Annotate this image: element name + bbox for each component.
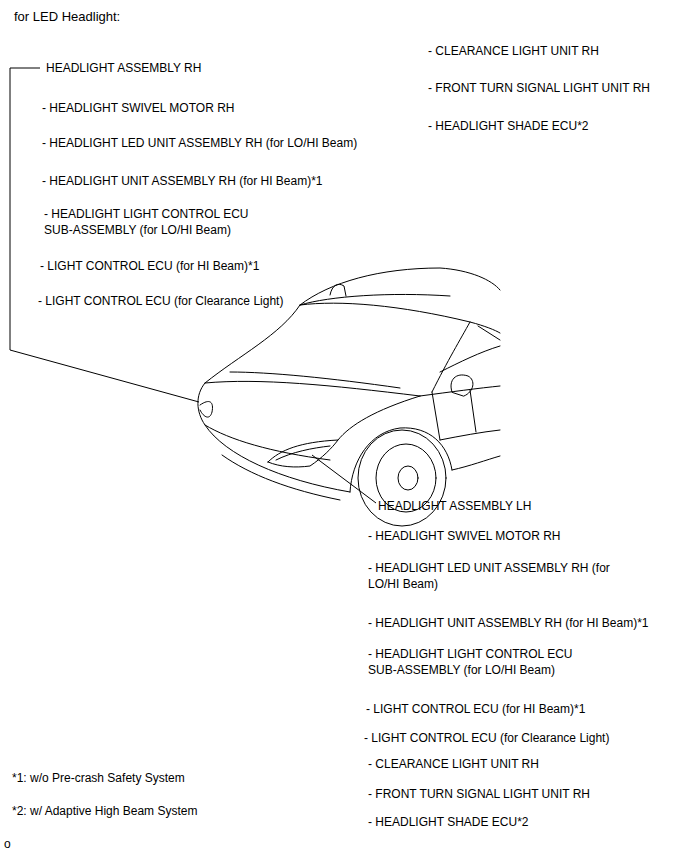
part-name: - HEADLIGHT LED UNIT ASSEMBLY RH (for LO… [42, 135, 357, 151]
part-name: - FRONT TURN SIGNAL LIGHT UNIT RH [428, 80, 650, 96]
part-name: - HEADLIGHT SHADE ECU*2 [368, 814, 528, 830]
part-name: - HEADLIGHT UNIT ASSEMBLY RH (for HI Bea… [42, 173, 323, 189]
footnote: *2: w/ Adaptive High Beam System [12, 803, 197, 819]
page-mark: o [4, 836, 11, 852]
part-name: - HEADLIGHT UNIT ASSEMBLY RH (for HI Bea… [368, 615, 649, 631]
part-name: - HEADLIGHT LED UNIT ASSEMBLY RH (for LO… [368, 560, 618, 592]
assembly-name: HEADLIGHT ASSEMBLY LH [378, 498, 531, 514]
part-name: - FRONT TURN SIGNAL LIGHT UNIT RH [368, 786, 590, 802]
diagram-title: for LED Headlight: [14, 9, 120, 25]
part-name: - HEADLIGHT LIGHT CONTROL ECU SUB-ASSEMB… [368, 646, 604, 678]
part-name: - LIGHT CONTROL ECU (for Clearance Light… [364, 730, 609, 746]
part-name: - LIGHT CONTROL ECU (for Clearance Light… [38, 293, 283, 309]
part-name: - LIGHT CONTROL ECU (for HI Beam)*1 [366, 701, 585, 717]
footnote: *1: w/o Pre-crash Safety System [12, 770, 185, 786]
part-name: - LIGHT CONTROL ECU (for HI Beam)*1 [40, 258, 259, 274]
leader-line [312, 455, 376, 503]
part-name: - HEADLIGHT SWIVEL MOTOR RH [42, 100, 234, 116]
part-name: - HEADLIGHT SWIVEL MOTOR RH [368, 528, 560, 544]
part-name: - HEADLIGHT SHADE ECU*2 [428, 118, 588, 134]
assembly-name: HEADLIGHT ASSEMBLY RH [46, 60, 201, 76]
part-name: - HEADLIGHT LIGHT CONTROL ECU SUB-ASSEMB… [44, 206, 280, 238]
part-name: - CLEARANCE LIGHT UNIT RH [368, 756, 539, 772]
part-name: - CLEARANCE LIGHT UNIT RH [428, 43, 599, 59]
